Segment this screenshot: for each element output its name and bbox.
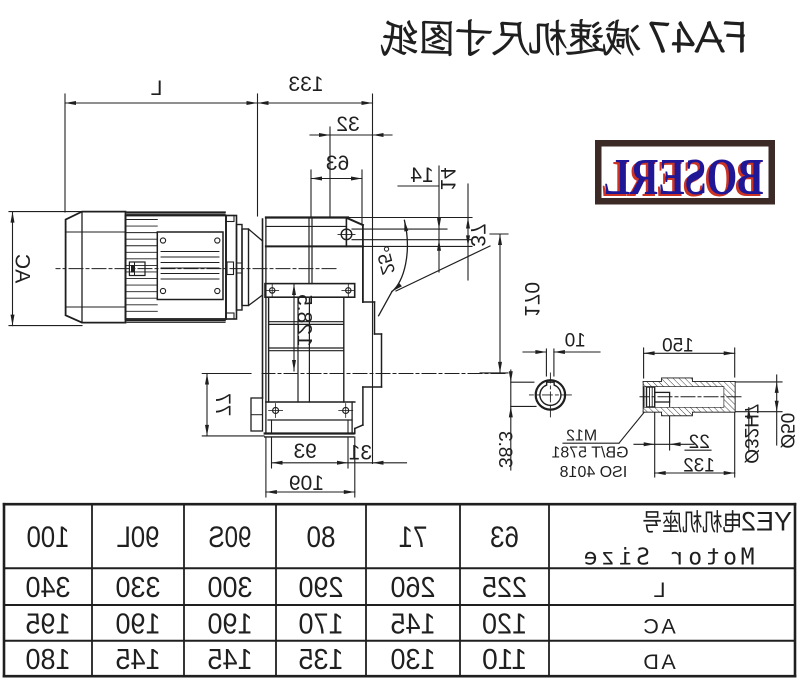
shaft-end-view [528,372,572,418]
table-cell: 145 [116,644,161,676]
note-iso4018: ISO 4018 [560,464,628,481]
dim-label-14b: 14 [436,167,459,191]
logo-text: BOSERL [604,149,764,206]
spec-table [2,502,797,678]
dimension-labels: L 133 32 63 14 14 37 25° 170 AC 77 128.5… [11,73,798,495]
table-cell: 145 [391,608,436,640]
table-col-header-80: 80 [307,521,336,554]
table-cell: 190 [116,608,161,640]
dim-label-38-3: 38.3 [494,431,515,468]
note-m12: M12 [566,427,597,444]
table-cell: 135 [299,644,344,676]
dim-label-25deg: 25° [370,244,398,277]
table-row-label: AD [641,650,676,674]
table-cell: 290 [299,572,344,604]
table-cell: 195 [26,608,71,640]
dim-label-37: 37 [466,223,489,246]
table-col-header-63: 63 [490,521,519,554]
dim-label-109: 109 [289,472,324,495]
dim-label-77: 77 [211,393,234,416]
dim-label-170: 170 [520,282,543,317]
table-cell: 300 [208,572,253,604]
dim-label-128-5: 128.5 [293,294,316,347]
table-header-ye2: YE2 [741,507,792,537]
gearbox-side-view [250,216,506,438]
logo-text-shadow: BOSERL [601,151,761,208]
table-cell: 225 [482,572,527,604]
spec-table-text: 63 71 80 90S 90L 100 L AC AD 225 260 290… [26,507,793,676]
table-cell: 130 [391,644,436,676]
dim-label-phi50: Ø50 [776,413,797,449]
table-col-header-71: 71 [399,521,428,554]
dimension-annotations [8,93,783,498]
header-cjk [643,509,740,533]
table-cell: 120 [482,608,527,640]
table-cell: 180 [26,644,71,676]
dim-label-22: 22 [689,432,710,453]
table-col-header-90L: 90L [117,521,160,554]
motor-side-view [55,210,337,324]
table-cell: 145 [208,644,253,676]
table-col-header-100: 100 [27,521,70,554]
table-row-label: L [651,578,665,602]
dim-label-10: 10 [565,331,586,352]
table-col-header-90S: 90S [209,521,252,554]
table-cell: 260 [391,572,436,604]
dim-label-93: 93 [294,440,317,463]
dim-label-phi32h7: Ø32H7 [740,403,761,463]
table-header-motor-size: Motor Size [580,545,754,571]
table-cell: 190 [208,608,253,640]
dim-label-14a: 14 [410,164,434,187]
table-cell: 110 [482,644,527,676]
dim-label-32: 32 [336,113,359,136]
dim-label-133: 133 [288,73,323,96]
dim-label-AC: AC [11,254,34,283]
logo-boserl: BOSERL BOSERL [595,140,775,208]
dim-label-150: 150 [662,335,694,356]
table-row-label: AC [641,614,676,638]
title-block [380,18,745,533]
title-latin [649,21,745,53]
table-cell: 330 [116,572,161,604]
dim-label-63: 63 [326,152,349,175]
shaft-detail-view [639,377,742,417]
dim-label-31: 31 [349,441,372,464]
dim-label-132: 132 [683,456,715,477]
table-cell: 340 [26,572,71,604]
note-gbt5781: GB/T 5781 [551,445,628,462]
table-cell: 170 [299,608,344,640]
title-cjk [380,18,641,57]
dim-label-L: L [151,77,163,100]
